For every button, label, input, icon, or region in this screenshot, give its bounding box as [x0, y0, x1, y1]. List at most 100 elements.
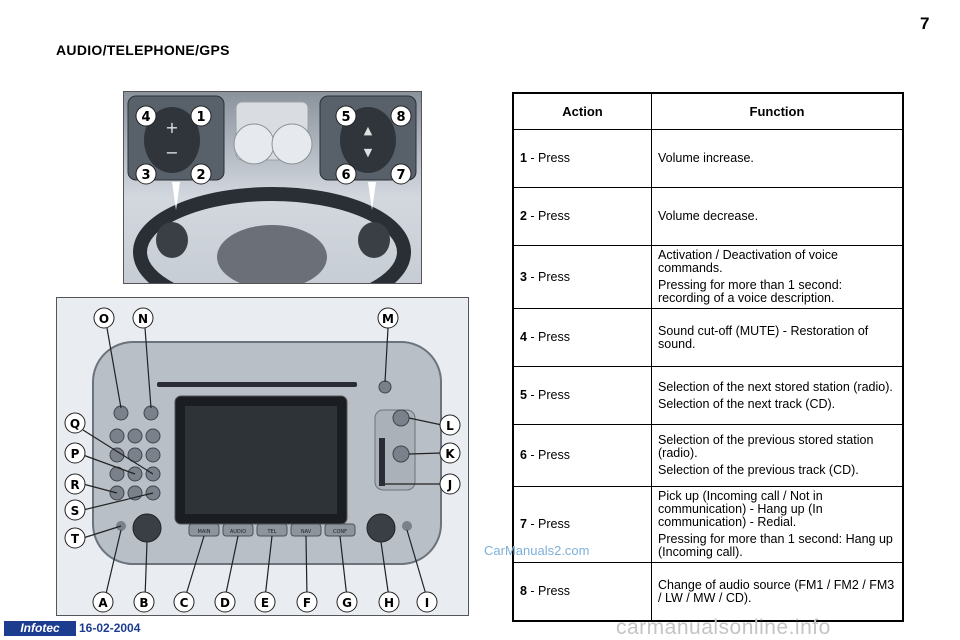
action-text: - Press — [526, 517, 571, 531]
callout-E: E — [254, 591, 276, 613]
action-text: - Press — [526, 584, 571, 598]
callout-8: 8 — [390, 105, 412, 127]
callout-P: P — [64, 442, 86, 464]
action-cell: 3 - Press — [512, 245, 652, 309]
action-cell: 6 - Press — [512, 424, 652, 487]
svg-text:H: H — [384, 596, 394, 610]
function-text: Pressing for more than 1 second: recordi… — [658, 278, 843, 305]
callout-S: S — [64, 499, 86, 521]
function-text: Volume increase. — [658, 151, 754, 165]
card-slot — [379, 438, 385, 486]
svg-text:N: N — [138, 312, 148, 326]
svg-text:A: A — [98, 596, 108, 610]
svg-text:5: 5 — [341, 110, 350, 125]
function-text: Selection of the next track (CD). — [658, 396, 836, 411]
steering-wheel-photo: + − ▲ ▼ 4 1 3 2 5 8 6 7 — [123, 91, 422, 284]
callout-H: H — [378, 591, 400, 613]
callout-J: J — [439, 473, 461, 495]
svg-text:TEL: TEL — [267, 529, 277, 535]
svg-text:B: B — [139, 596, 148, 610]
callout-M: M — [377, 307, 399, 329]
function-cell: Pick up (Incoming call / Not in communic… — [651, 486, 904, 563]
right-small-button — [402, 521, 412, 531]
down-arrow-icon: ▼ — [364, 146, 373, 159]
callout-N: N — [132, 307, 154, 329]
callout-Q: Q — [64, 412, 86, 434]
control-number: 1 — [520, 151, 527, 165]
up-arrow-icon: ▲ — [364, 124, 373, 137]
function-text: Selection of the previous track (CD). — [658, 463, 859, 477]
action-cell: 2 - Press — [512, 187, 652, 246]
rpm-gauge — [271, 123, 313, 165]
svg-text:3: 3 — [141, 168, 150, 183]
svg-text:AUDIO: AUDIO — [230, 529, 246, 535]
callout-A: A — [92, 591, 114, 613]
page-number: 7 — [920, 14, 930, 33]
action-cell: 5 - Press — [512, 366, 652, 425]
callout-1: 1 — [190, 105, 212, 127]
function-text: Change of audio source (FM1 / FM2 / FM3 … — [658, 577, 895, 605]
function-table: Action Function 1 - Press Volume increas… — [512, 92, 904, 622]
svg-text:G: G — [342, 596, 352, 610]
right-button-top — [392, 409, 410, 427]
left-controls-pad — [144, 107, 200, 173]
plus-icon: + — [165, 118, 178, 137]
callout-2: 2 — [190, 163, 212, 185]
callout-G: G — [336, 591, 358, 613]
callout-5: 5 — [335, 105, 357, 127]
action-text: - Press — [526, 151, 571, 165]
function-text: Volume decrease. — [658, 209, 759, 223]
table-row: 5 - Press Selection of the next stored s… — [512, 366, 904, 425]
svg-text:L: L — [446, 419, 454, 433]
svg-text:E: E — [261, 596, 269, 610]
svg-text:P: P — [71, 447, 80, 461]
svg-text:J: J — [447, 478, 452, 492]
table-row: 6 - Press Selection of the previous stor… — [512, 424, 904, 487]
action-text: - Press — [526, 448, 571, 462]
function-text: Sound cut-off (MUTE) - Restoration of so… — [658, 323, 869, 351]
action-cell: 1 - Press — [512, 129, 652, 188]
callout-7: 7 — [390, 163, 412, 185]
function-text: Activation / Deactivation of voice comma… — [658, 248, 838, 275]
callout-4: 4 — [135, 105, 157, 127]
function-text: Pick up (Incoming call / Not in communic… — [658, 489, 823, 529]
svg-text:C: C — [180, 596, 189, 610]
action-cell: 7 - Press — [512, 486, 652, 563]
callout-C: C — [173, 591, 195, 613]
watermark-carmanuals2: CarManuals2.com — [484, 543, 590, 558]
eject-button — [378, 380, 392, 394]
table-row: 1 - Press Volume increase. — [512, 129, 904, 188]
callout-O: O — [93, 307, 115, 329]
control-number: 2 — [520, 209, 527, 223]
function-cell: Selection of the previous stored station… — [651, 424, 904, 487]
radio-unit-photo: MAIN AUDIO TEL NAV CONF — [56, 297, 469, 616]
svg-text:D: D — [220, 596, 230, 610]
right-pointer — [368, 182, 376, 210]
action-text: - Press — [526, 330, 571, 344]
minus-icon: − — [165, 143, 178, 162]
svg-text:4: 4 — [141, 110, 150, 125]
callout-6: 6 — [335, 163, 357, 185]
svg-text:NAV: NAV — [301, 529, 312, 535]
action-cell: 8 - Press — [512, 562, 652, 622]
control-number: 4 — [520, 330, 527, 344]
function-text: Selection of the previous stored station… — [658, 433, 874, 460]
svg-text:T: T — [71, 532, 80, 546]
control-number: 3 — [520, 269, 527, 284]
left-pointer — [172, 182, 180, 210]
function-cell: Activation / Deactivation of voice comma… — [651, 245, 904, 309]
control-number: 7 — [520, 517, 527, 531]
function-text: Pressing for more than 1 second: Hang up… — [658, 532, 893, 559]
function-text: Selection of the next stored station (ra… — [658, 379, 893, 394]
action-cell: 4 - Press — [512, 308, 652, 367]
control-number: 6 — [520, 448, 527, 462]
right-knob — [366, 513, 396, 543]
callout-T: T — [64, 527, 86, 549]
callout-L: L — [439, 414, 461, 436]
table-row: 8 - Press Change of audio source (FM1 / … — [512, 562, 904, 622]
function-cell: Volume increase. — [651, 129, 904, 188]
header-action: Action — [512, 92, 652, 130]
steering-wheel-rim — [133, 187, 411, 283]
leader-lines — [82, 327, 443, 599]
svg-text:R: R — [70, 478, 79, 492]
